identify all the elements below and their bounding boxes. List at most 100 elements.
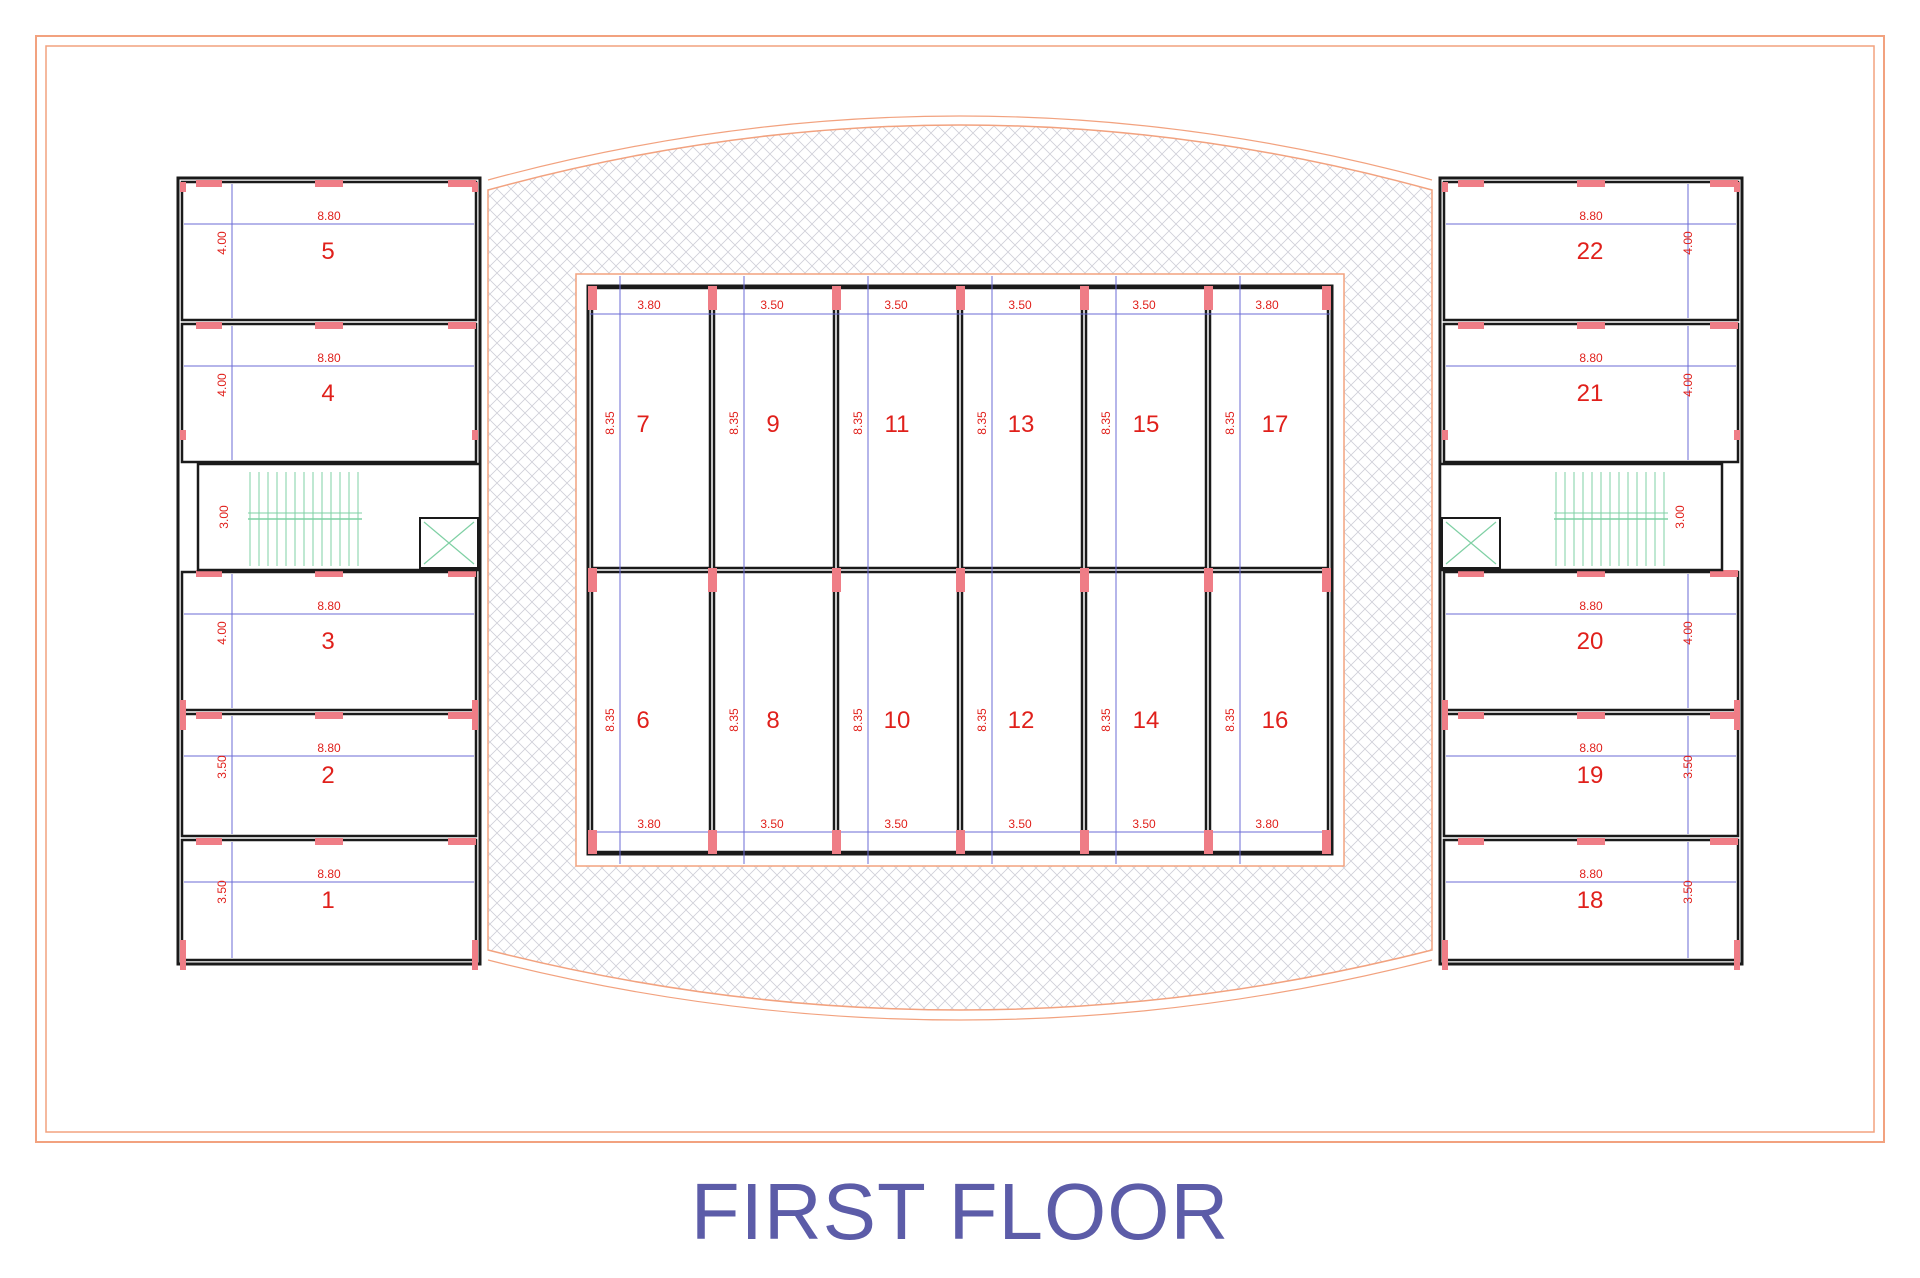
unit-number: 6 — [636, 707, 649, 734]
column — [315, 322, 343, 329]
column — [1577, 180, 1605, 187]
right-wing: 8.804.00228.804.00218.804.00208.803.5019… — [1438, 176, 1744, 970]
column — [1442, 182, 1448, 192]
unit-number: 15 — [1133, 411, 1160, 438]
unit-number: 20 — [1577, 628, 1604, 655]
column — [1577, 570, 1605, 577]
unit-wall — [960, 570, 1084, 854]
column — [315, 180, 343, 187]
center-unit-13: 3.50 8.35 13 — [960, 276, 1084, 864]
column — [448, 838, 476, 845]
unit-depth-label: 8.35 — [1223, 708, 1237, 732]
unit-number: 16 — [1262, 707, 1289, 734]
right-stair-treads — [1554, 472, 1668, 566]
column — [1577, 838, 1605, 845]
unit-number: 17 — [1262, 411, 1289, 438]
right-units: 8.804.00228.804.00218.804.00208.803.5019… — [1442, 180, 1740, 970]
unit-depth-label: 8.35 — [727, 708, 741, 732]
center-unit-16: 3.80 8.35 16 — [1208, 276, 1330, 864]
unit-number: 14 — [1133, 707, 1160, 734]
unit-width-label: 3.50 — [884, 817, 908, 831]
outer-frame — [35, 35, 1885, 1143]
unit-wall — [960, 286, 1084, 570]
unit-number: 9 — [766, 411, 779, 438]
unit-width-label: 8.80 — [317, 599, 341, 613]
column — [1734, 700, 1740, 730]
column — [1710, 570, 1738, 577]
column — [1080, 568, 1089, 592]
unit-depth-label: 8.35 — [975, 411, 989, 435]
unit-number: 22 — [1577, 238, 1604, 265]
column — [315, 570, 343, 577]
unit-number: 21 — [1577, 380, 1604, 407]
column — [1458, 712, 1484, 719]
unit-width-label: 3.80 — [1255, 298, 1279, 312]
unit-width-label: 8.80 — [1579, 599, 1603, 613]
left-stair-treads — [248, 472, 362, 566]
unit-width-label: 3.50 — [1008, 298, 1032, 312]
column — [832, 286, 841, 310]
unit-width-label: 8.80 — [317, 741, 341, 755]
center-unit-9: 3.50 8.35 9 — [712, 276, 836, 864]
unit-depth-label: 3.50 — [215, 880, 229, 904]
column — [315, 712, 343, 719]
unit-depth-label: 8.35 — [975, 708, 989, 732]
column — [1080, 830, 1089, 854]
unit-depth-label: 4.00 — [215, 621, 229, 645]
unit-depth-label: 8.35 — [1223, 411, 1237, 435]
column — [1577, 322, 1605, 329]
column — [708, 830, 717, 854]
drawing-title: FIRST FLOOR — [690, 1167, 1230, 1256]
unit-depth-label: 4.00 — [1681, 231, 1695, 255]
column — [472, 940, 478, 970]
unit-width-label: 8.80 — [1579, 351, 1603, 365]
unit-number: 5 — [321, 238, 334, 265]
unit-width-label: 8.80 — [317, 351, 341, 365]
unit-number: 7 — [636, 411, 649, 438]
unit-wall — [590, 286, 712, 570]
unit-width-label: 3.50 — [760, 817, 784, 831]
column — [180, 430, 186, 440]
unit-depth-label: 8.35 — [851, 708, 865, 732]
column — [448, 712, 476, 719]
unit-width-label: 8.80 — [317, 209, 341, 223]
right-lift-cross-icon — [1445, 521, 1497, 565]
unit-wall — [1208, 570, 1330, 854]
column — [1322, 568, 1331, 592]
unit-number: 8 — [766, 707, 779, 734]
column — [1577, 712, 1605, 719]
column — [1322, 830, 1331, 854]
column — [588, 286, 597, 310]
column — [472, 182, 478, 192]
right-stair-depth-label: 3.00 — [1673, 505, 1687, 529]
unit-number: 13 — [1008, 411, 1035, 438]
unit-depth-label: 8.35 — [727, 411, 741, 435]
unit-wall — [1442, 322, 1740, 464]
column — [1710, 322, 1738, 329]
column — [1204, 830, 1213, 854]
inner-frame — [45, 45, 1875, 1133]
unit-number: 10 — [884, 707, 911, 734]
unit-width-label: 3.50 — [760, 298, 784, 312]
unit-number: 11 — [885, 411, 910, 438]
unit-wall — [590, 570, 712, 854]
unit-width-label: 8.80 — [1579, 209, 1603, 223]
unit-depth-label: 4.00 — [215, 231, 229, 255]
column — [1204, 568, 1213, 592]
left-stair-depth-label: 3.00 — [217, 505, 231, 529]
column — [1734, 430, 1740, 440]
column — [448, 180, 476, 187]
